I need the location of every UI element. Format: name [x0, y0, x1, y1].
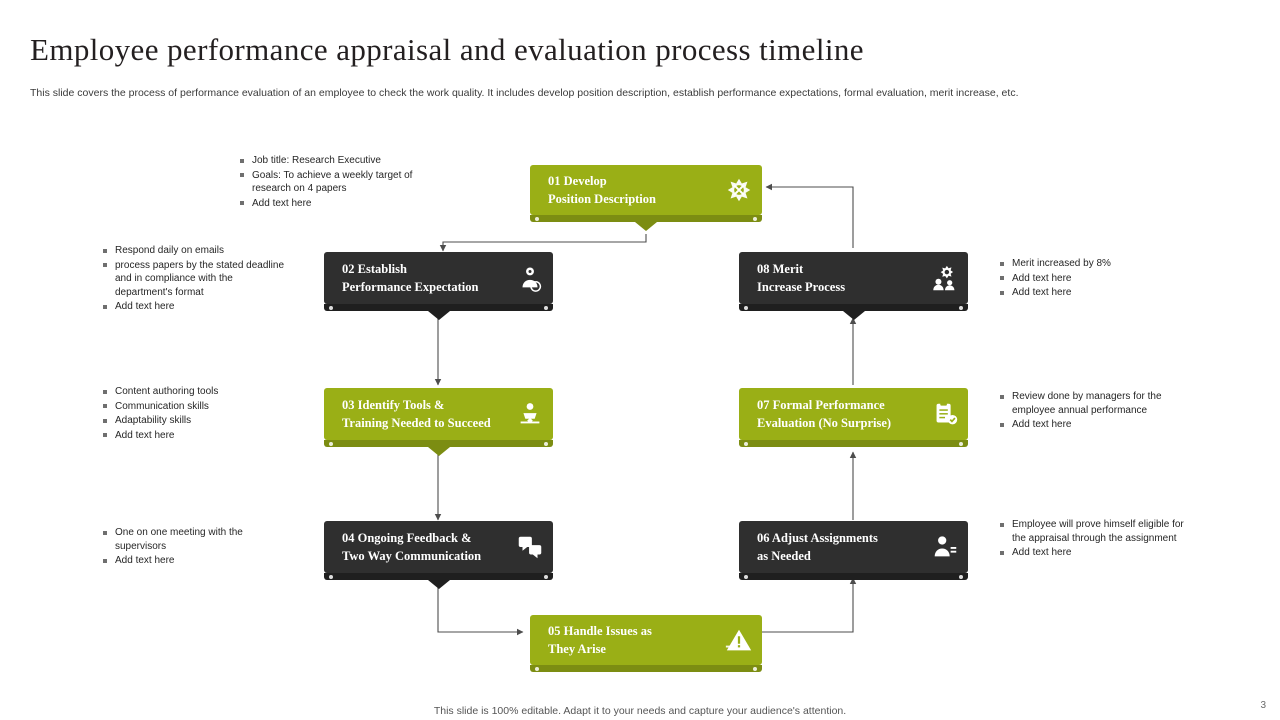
annotation-item: Goals: To achieve a weekly target of res…	[240, 169, 435, 196]
process-step-04-notch	[428, 580, 450, 589]
process-step-02-notch	[428, 311, 450, 320]
page-subtitle: This slide covers the process of perform…	[30, 87, 1019, 99]
warning-triangle-icon	[716, 615, 762, 665]
user-edit-icon	[922, 521, 968, 573]
process-step-08-label: 08 Merit Increase Process	[757, 262, 846, 294]
annotation-item: Add text here	[1000, 272, 1200, 286]
annotation-step-07: Review done by managers for the employee…	[1000, 390, 1205, 433]
annotation-step-04: One on one meeting with the supervisors …	[103, 526, 293, 569]
annotation-item: Add text here	[1000, 418, 1205, 432]
annotation-item: Add text here	[103, 554, 293, 568]
process-step-01-base	[530, 215, 762, 222]
process-step-04-label: 04 Ongoing Feedback & Two Way Communicat…	[342, 531, 482, 563]
annotation-item: Add text here	[240, 197, 435, 211]
gears-settings-icon	[716, 165, 762, 215]
process-step-01-label: 01 Develop Position Description	[548, 174, 656, 206]
annotation-step-02: Respond daily on emails process papers b…	[103, 244, 293, 315]
annotation-item: Communication skills	[103, 400, 293, 414]
footer-note: This slide is 100% editable. Adapt it to…	[433, 705, 847, 717]
annotation-item: Content authoring tools	[103, 385, 293, 399]
process-step-03-notch	[428, 447, 450, 456]
gear-people-icon	[922, 252, 968, 304]
annotation-step-03: Content authoring tools Communication sk…	[103, 385, 293, 443]
process-step-01[interactable]: 01 Develop Position Description	[530, 165, 762, 215]
annotation-item: Respond daily on emails	[103, 244, 293, 258]
process-step-06[interactable]: 06 Adjust Assignments as Needed	[739, 521, 968, 573]
process-step-02-label: 02 Establish Performance Expectation	[342, 262, 479, 294]
annotation-item: Adaptability skills	[103, 414, 293, 428]
annotation-item: process papers by the stated deadline an…	[103, 259, 293, 300]
clipboard-checklist-icon	[922, 388, 968, 440]
process-step-05[interactable]: 05 Handle Issues as They Arise	[530, 615, 762, 665]
gear-person-icon	[507, 388, 553, 440]
process-step-01-notch	[635, 222, 657, 231]
process-step-02[interactable]: 02 Establish Performance Expectation	[324, 252, 553, 304]
process-step-03-base	[324, 440, 553, 447]
annotation-item: One on one meeting with the supervisors	[103, 526, 293, 553]
annotation-item: Add text here	[103, 429, 293, 443]
process-step-03[interactable]: 03 Identify Tools & Training Needed to S…	[324, 388, 553, 440]
annotation-item: Merit increased by 8%	[1000, 257, 1200, 271]
annotation-item: Job title: Research Executive	[240, 154, 435, 168]
process-step-04[interactable]: 04 Ongoing Feedback & Two Way Communicat…	[324, 521, 553, 573]
process-step-05-label: 05 Handle Issues as They Arise	[548, 624, 652, 656]
process-step-07-base	[739, 440, 968, 447]
process-step-06-label: 06 Adjust Assignments as Needed	[757, 531, 878, 563]
process-step-04-base	[324, 573, 553, 580]
annotation-step-08: Merit increased by 8% Add text here Add …	[1000, 257, 1200, 301]
process-step-08-notch	[843, 311, 865, 320]
process-step-08-base	[739, 304, 968, 311]
process-step-05-base	[530, 665, 762, 672]
process-step-03-label: 03 Identify Tools & Training Needed to S…	[342, 398, 491, 430]
annotation-item: Employee will prove himself eligible for…	[1000, 518, 1200, 545]
process-step-06-base	[739, 573, 968, 580]
user-target-icon	[507, 252, 553, 304]
annotation-step-06: Employee will prove himself eligible for…	[1000, 518, 1200, 561]
process-step-08[interactable]: 08 Merit Increase Process	[739, 252, 968, 304]
annotation-item: Add text here	[1000, 546, 1200, 560]
annotation-item: Review done by managers for the employee…	[1000, 390, 1205, 417]
annotation-item: Add text here	[103, 300, 293, 314]
process-step-07-label: 07 Formal Performance Evaluation (No Sur…	[757, 398, 892, 430]
annotation-step-01: Job title: Research Executive Goals: To …	[240, 154, 435, 211]
annotation-item: Add text here	[1000, 286, 1200, 300]
process-step-07[interactable]: 07 Formal Performance Evaluation (No Sur…	[739, 388, 968, 440]
process-step-02-base	[324, 304, 553, 311]
page-title: Employee performance appraisal and evalu…	[30, 32, 864, 67]
page-number: 3	[1260, 700, 1266, 711]
chat-bubbles-icon	[507, 521, 553, 573]
